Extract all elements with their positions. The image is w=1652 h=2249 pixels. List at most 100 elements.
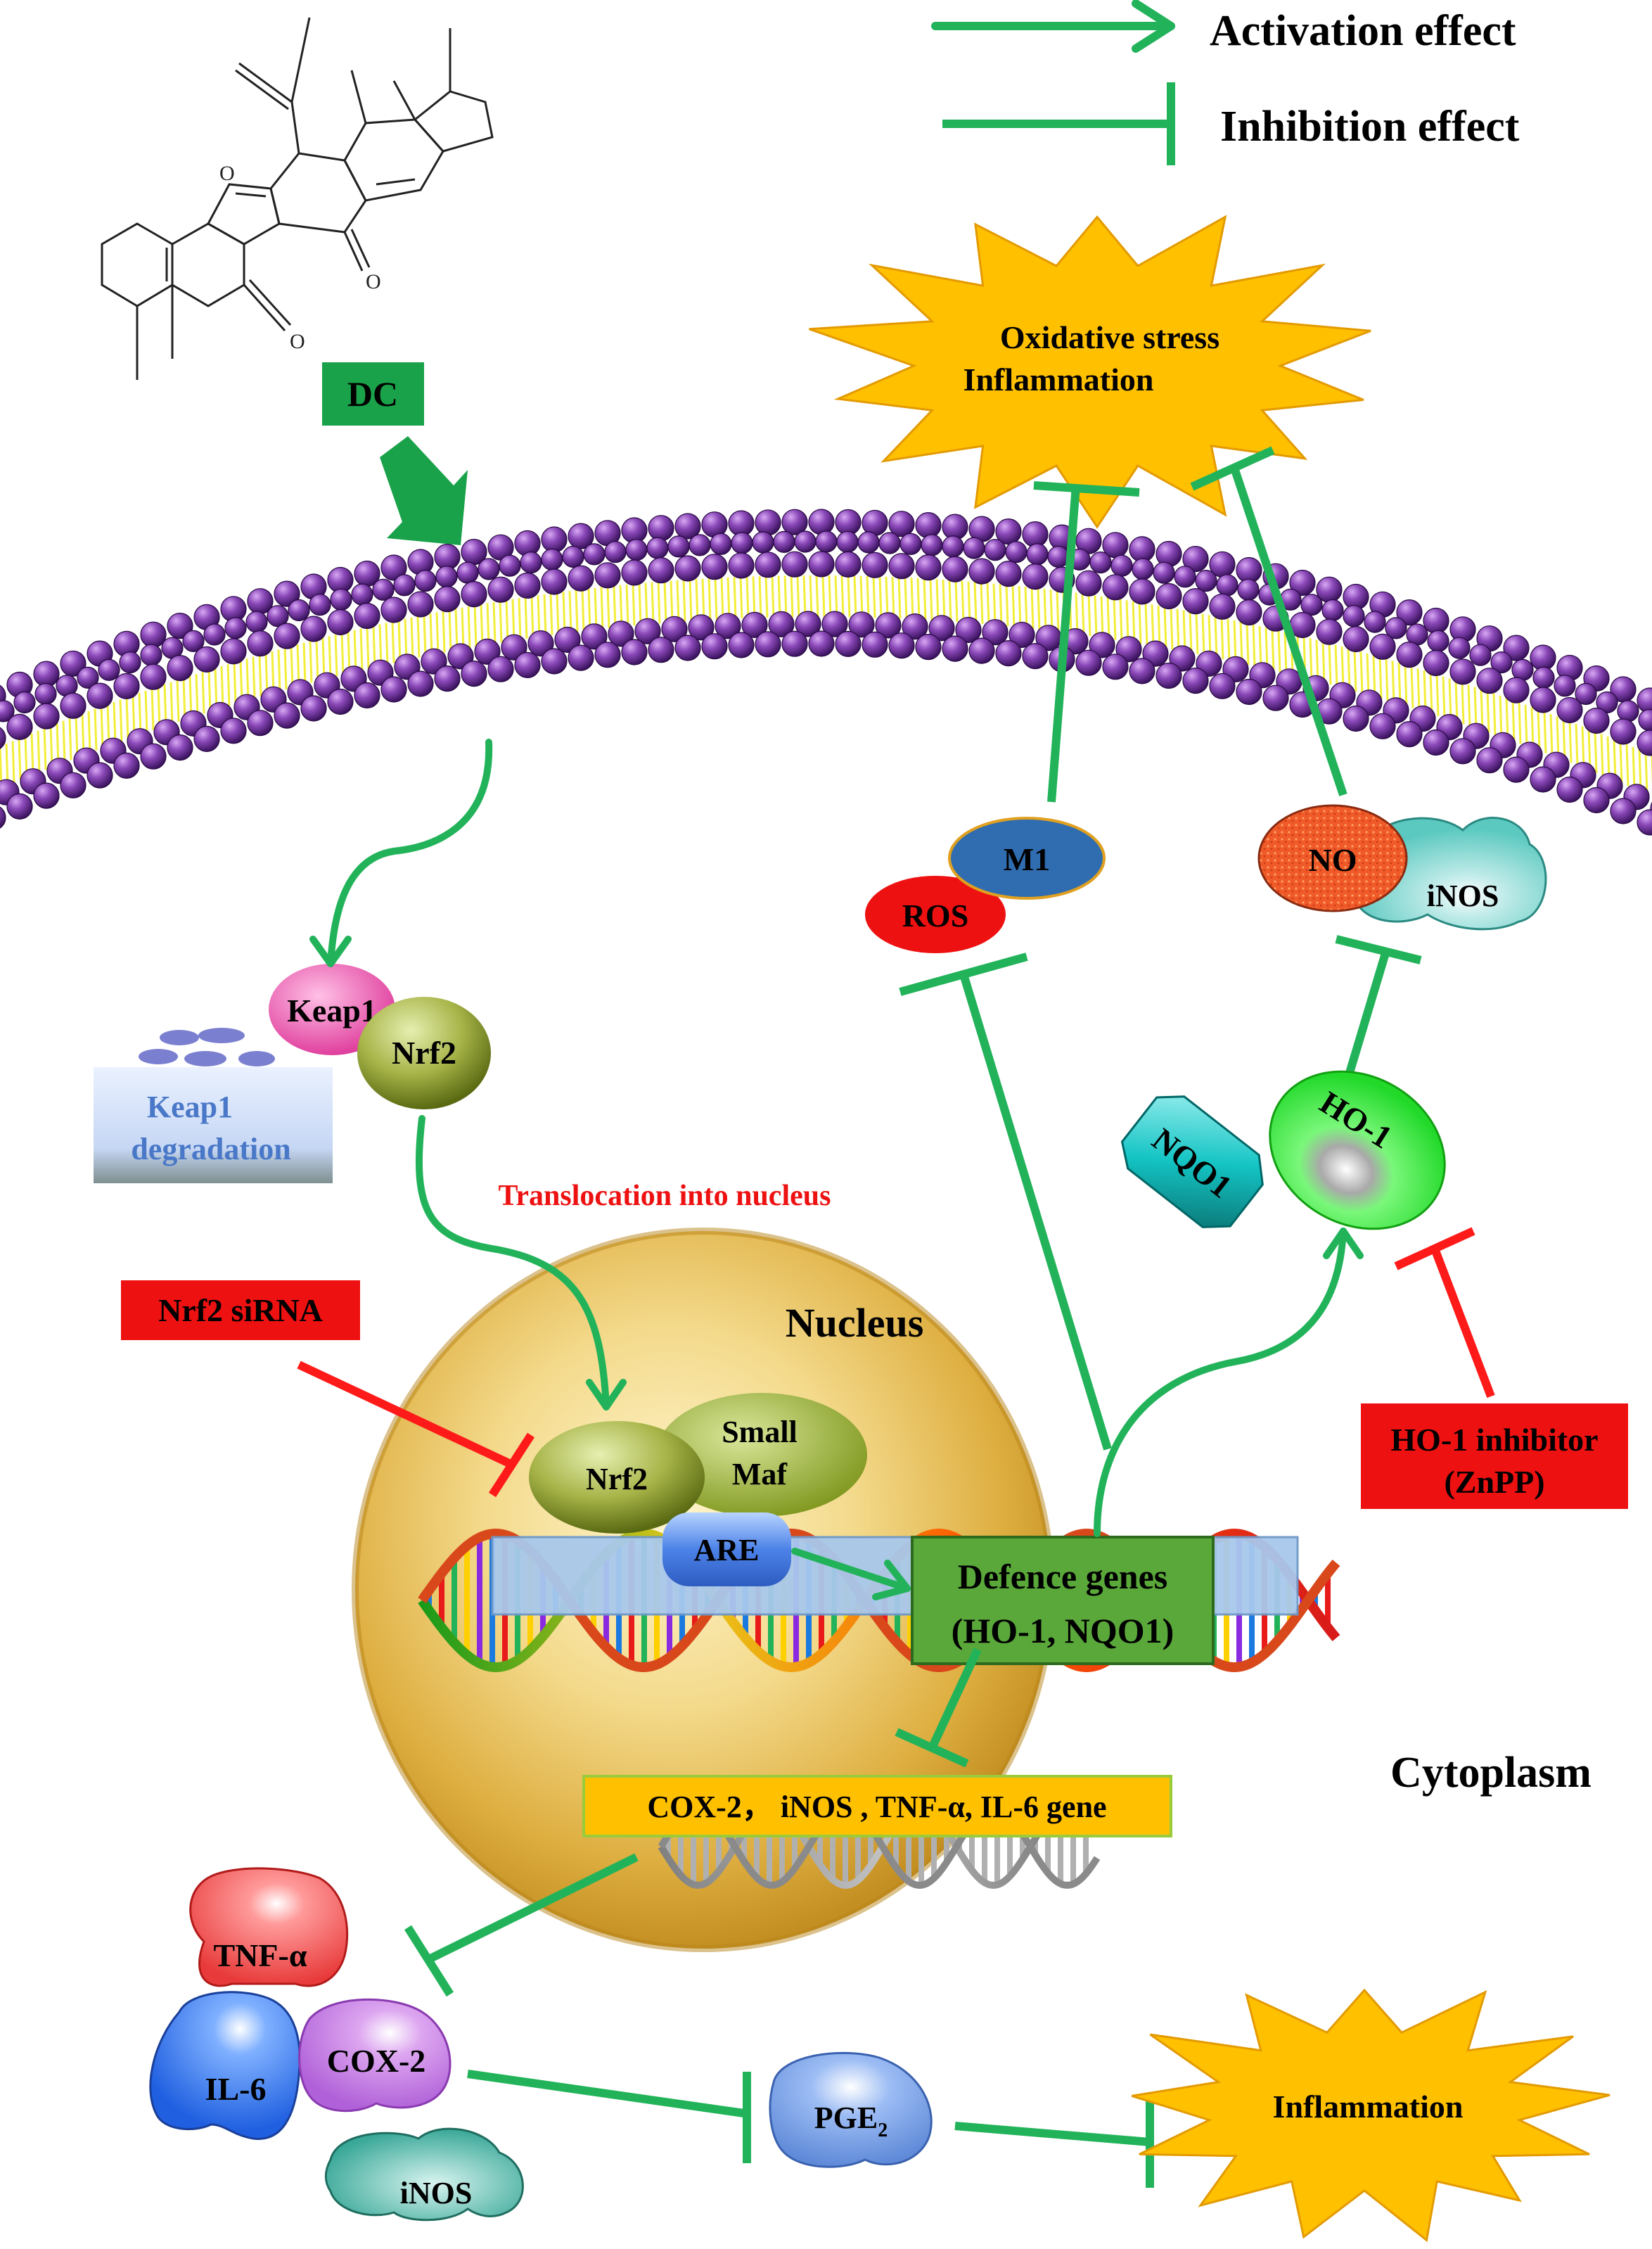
il6-shape-icon — [149, 1991, 301, 2140]
lipid-head-icon — [1610, 718, 1637, 745]
small-maf-ellipse — [656, 1393, 867, 1517]
lipid-head-icon — [1364, 611, 1386, 633]
lipid-head-icon — [795, 611, 821, 637]
lipid-head-icon — [1209, 593, 1236, 620]
lipid-head-icon — [1554, 675, 1576, 697]
ho1-ellipse — [1269, 1070, 1446, 1230]
pge2-label: PGE2 — [814, 2101, 888, 2141]
lipid-head-icon — [245, 611, 268, 633]
nrf2-nuclear-label: Nrf2 — [586, 1462, 648, 1496]
lipid-head-icon — [0, 700, 15, 722]
lipid-head-icon — [98, 658, 120, 682]
inhibition-legend-bar-icon — [942, 82, 1175, 165]
ho1-inhibitor-box: HO-1 inhibitor (ZnPP) — [1361, 1403, 1628, 1509]
lipid-head-icon — [915, 633, 942, 661]
inos-top-label: iNOS — [1427, 879, 1499, 913]
inflammation-label-bottom: Inflammation — [1273, 2089, 1464, 2124]
lipid-head-icon — [1610, 798, 1637, 824]
lipid-head-icon — [1385, 617, 1407, 639]
lipid-head-icon — [87, 682, 113, 709]
lipid-head-icon — [1583, 786, 1610, 814]
lipid-head-icon — [1132, 558, 1154, 580]
lipid-head-icon — [821, 611, 848, 637]
lipid-head-icon — [33, 782, 60, 809]
lipid-head-icon — [1423, 607, 1449, 635]
keap1-degradation-box: Keap1 degradation — [94, 1067, 333, 1183]
lipid-head-icon — [1075, 649, 1102, 676]
no-label: NO — [1309, 842, 1357, 878]
lipid-head-icon — [1142, 640, 1169, 667]
lipid-head-icon — [554, 626, 581, 654]
lipid-head-icon — [755, 509, 781, 536]
lipid-head-icon — [1575, 682, 1597, 706]
nrf2-sirna-label: Nrf2 siRNA — [158, 1292, 323, 1328]
lipid-head-icon — [1237, 578, 1260, 601]
lipid-head-icon — [77, 666, 99, 689]
starburst-icon — [1131, 1988, 1611, 2243]
defence-to-ho1-arrow — [1094, 1228, 1364, 1537]
lipid-head-icon — [1155, 662, 1182, 689]
lipid-head-icon — [33, 661, 60, 687]
lipid-head-icon — [1289, 569, 1316, 597]
lipid-head-icon — [878, 532, 901, 554]
tnf-shape-icon — [189, 1867, 349, 1987]
compound-structure-icon — [101, 17, 494, 380]
ros-label: ROS — [902, 898, 969, 934]
lipid-head-icon — [6, 793, 33, 820]
lipid-head-icon — [193, 646, 220, 673]
lipid-head-icon — [728, 552, 755, 579]
m1-ellipse — [948, 817, 1106, 900]
lipid-head-icon — [1617, 700, 1639, 722]
lipid-head-icon — [982, 619, 1009, 646]
lipid-head-icon — [836, 530, 859, 554]
lipid-head-icon — [1343, 625, 1369, 653]
lipid-head-icon — [1195, 569, 1217, 592]
lipid-head-icon — [288, 599, 310, 622]
lipid-head-icon — [621, 639, 648, 665]
lipid-head-icon — [1236, 678, 1262, 706]
inos-bottom-label: iNOS — [400, 2176, 473, 2210]
ho1-protein: HO-1 — [1269, 1070, 1446, 1230]
nqo1-protein: NQO1 — [1120, 1095, 1264, 1228]
lipid-head-icon — [193, 725, 220, 753]
lipid-head-icon — [167, 612, 193, 639]
no-inos-complex: iNOS NO — [1257, 804, 1547, 931]
lipid-head-icon — [435, 566, 458, 588]
lipid-head-icon — [1102, 574, 1129, 601]
oxygen-atom-icon: O — [290, 330, 305, 353]
lipid-head-icon — [921, 534, 943, 556]
lipid-head-icon — [701, 554, 728, 580]
lipid-head-icon — [1423, 729, 1449, 756]
lipid-head-icon — [808, 551, 835, 578]
lipid-head-icon — [1396, 641, 1423, 668]
lipid-head-icon — [499, 554, 521, 577]
lipid-head-icon — [942, 556, 968, 582]
lipid-head-icon — [1583, 707, 1610, 734]
lipid-head-icon — [267, 605, 289, 627]
lipid-head-icon — [1369, 713, 1396, 739]
keap1-fragments-icon — [139, 1028, 275, 1066]
lipid-head-icon — [781, 630, 808, 657]
genes-to-cytokines-inhibition — [404, 1853, 639, 1997]
lipid-head-icon — [380, 554, 407, 581]
activation-legend-arrow-icon — [931, 0, 1175, 53]
lipid-head-icon — [1182, 545, 1209, 573]
lipid-head-icon — [6, 713, 33, 741]
compound-label: DC — [347, 374, 398, 414]
lipid-head-icon — [113, 673, 140, 700]
lipid-head-icon — [1638, 708, 1652, 732]
lipid-head-icon — [1503, 677, 1530, 703]
lipid-head-icon — [710, 533, 732, 555]
lipid-head-icon — [794, 530, 817, 553]
lipid-head-icon — [167, 734, 193, 761]
lipid-head-icon — [1209, 673, 1236, 699]
lipid-head-icon — [1637, 809, 1652, 836]
lipid-head-icon — [434, 585, 461, 613]
lipid-head-icon — [942, 535, 964, 558]
lipid-head-icon — [781, 509, 808, 535]
lipid-head-icon — [728, 632, 755, 658]
lipid-head-icon — [1022, 563, 1049, 590]
lipid-head-icon — [34, 682, 57, 706]
lipid-head-icon — [1089, 551, 1112, 574]
m1-label: M1 — [1004, 841, 1050, 877]
